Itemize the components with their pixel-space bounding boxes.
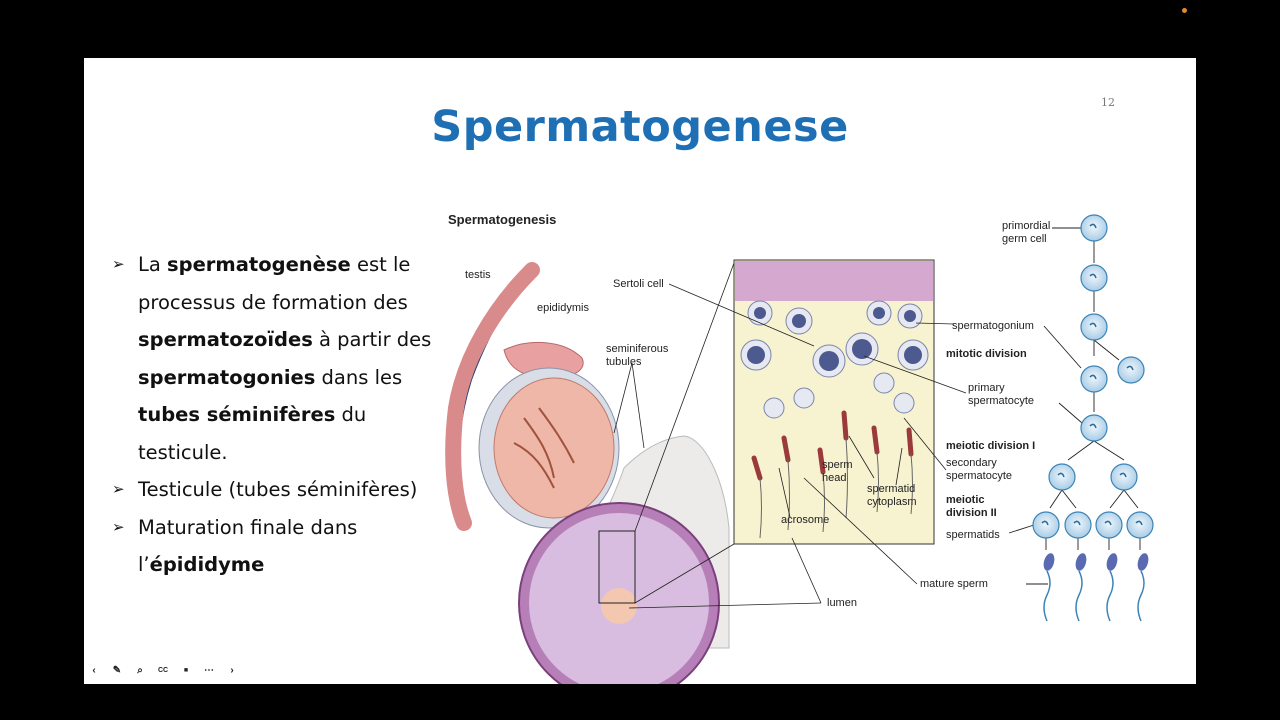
bullet-text: Testicule (tubes séminifères) xyxy=(138,478,418,501)
zoom-line xyxy=(634,262,735,532)
bullet-text: à partir des xyxy=(312,328,432,351)
zoom-line xyxy=(634,543,735,604)
bullet-text: Maturation finale dans l’ xyxy=(138,515,358,577)
forward-icon[interactable]: › xyxy=(224,662,240,678)
pen-icon[interactable]: ✎ xyxy=(109,662,125,678)
slide-title: Spermatogenese xyxy=(431,102,849,152)
bullet-item: ➢ La spermatogenèse est le processus de … xyxy=(112,246,442,471)
notification-dot xyxy=(1182,8,1187,13)
leader-lines xyxy=(613,283,967,609)
label-seminiferous-tubules: seminiferous tubules xyxy=(606,343,669,368)
label-secondary-spermatocyte: secondary spermatocyte xyxy=(946,457,1013,482)
label-meiotic-division-1: meiotic division I xyxy=(946,440,1036,452)
label-spermatid-cytoplasm: spermatid cytoplasm xyxy=(867,483,917,508)
bullet-bold-text: spermatogenèse xyxy=(167,253,351,276)
epididymis-duct xyxy=(445,262,540,531)
label-testis: testis xyxy=(465,269,491,281)
label-mature-sperm: mature sperm xyxy=(920,578,988,590)
bullet-list: ➢ La spermatogenèse est le processus de … xyxy=(112,246,442,584)
bullet-item: ➢ Maturation finale dans l’épididyme xyxy=(112,509,442,584)
camera-icon[interactable]: ■ xyxy=(178,663,194,677)
testis-interior xyxy=(493,377,615,519)
back-icon[interactable]: ‹ xyxy=(86,662,102,678)
label-meiotic-division-2: meiotic division II xyxy=(946,494,997,519)
bullet-item: ➢ Testicule (tubes séminifères) xyxy=(112,471,442,509)
bullet-bold-text: spermatogonies xyxy=(138,365,316,389)
spermatogenesis-figure xyxy=(445,214,1154,684)
detail-cells xyxy=(740,300,929,539)
bullet-bold-text: tubes séminifères xyxy=(138,403,336,426)
label-epididymis: epididymis xyxy=(537,302,589,314)
label-spermatogonium: spermatogonium xyxy=(952,320,1034,332)
bullet-arrow-icon: ➢ xyxy=(112,480,125,498)
more-icon[interactable]: ⋯ xyxy=(201,662,217,678)
captions-icon[interactable]: CC xyxy=(155,663,171,677)
figure-title: Spermatogenesis xyxy=(448,212,557,227)
bullet-text: dans les xyxy=(315,365,403,389)
presentation-toolbar: ‹ ✎ ⌕ CC ■ ⋯ › xyxy=(86,662,240,678)
basement-membrane xyxy=(735,261,933,301)
label-spermatids: spermatids xyxy=(946,529,1000,541)
lumen-center xyxy=(601,588,637,624)
label-sperm-head: sperm head xyxy=(822,459,853,484)
bullet-bold-text: épididyme xyxy=(149,553,265,576)
bullet-bold-text: spermatozoïdes xyxy=(138,328,313,351)
slide: 12 Spermatogenese ➢ La spermatogenèse es… xyxy=(84,58,1196,684)
bullet-text: La xyxy=(138,253,168,276)
tubule-lines xyxy=(513,407,575,489)
bullet-arrow-icon: ➢ xyxy=(112,517,125,536)
bullet-text: est le processus de formation des xyxy=(138,253,411,314)
label-lumen: lumen xyxy=(827,597,857,609)
zoom-icon[interactable]: ⌕ xyxy=(132,662,148,678)
lineage-diagram xyxy=(1008,214,1154,622)
label-mitotic-division: mitotic division xyxy=(946,348,1027,360)
label-sertoli-cell: Sertoli cell xyxy=(613,278,664,290)
bullet-arrow-icon: ➢ xyxy=(112,255,125,273)
label-primary-spermatocyte: primary spermatocyte xyxy=(968,382,1035,407)
label-acrosome: acrosome xyxy=(781,514,830,526)
label-primordial-germ-cell: primordial germ cell xyxy=(1002,220,1051,245)
page-number: 12 xyxy=(1101,96,1115,109)
zoom-box xyxy=(598,530,636,604)
bullet-text: du testicule. xyxy=(138,403,367,464)
